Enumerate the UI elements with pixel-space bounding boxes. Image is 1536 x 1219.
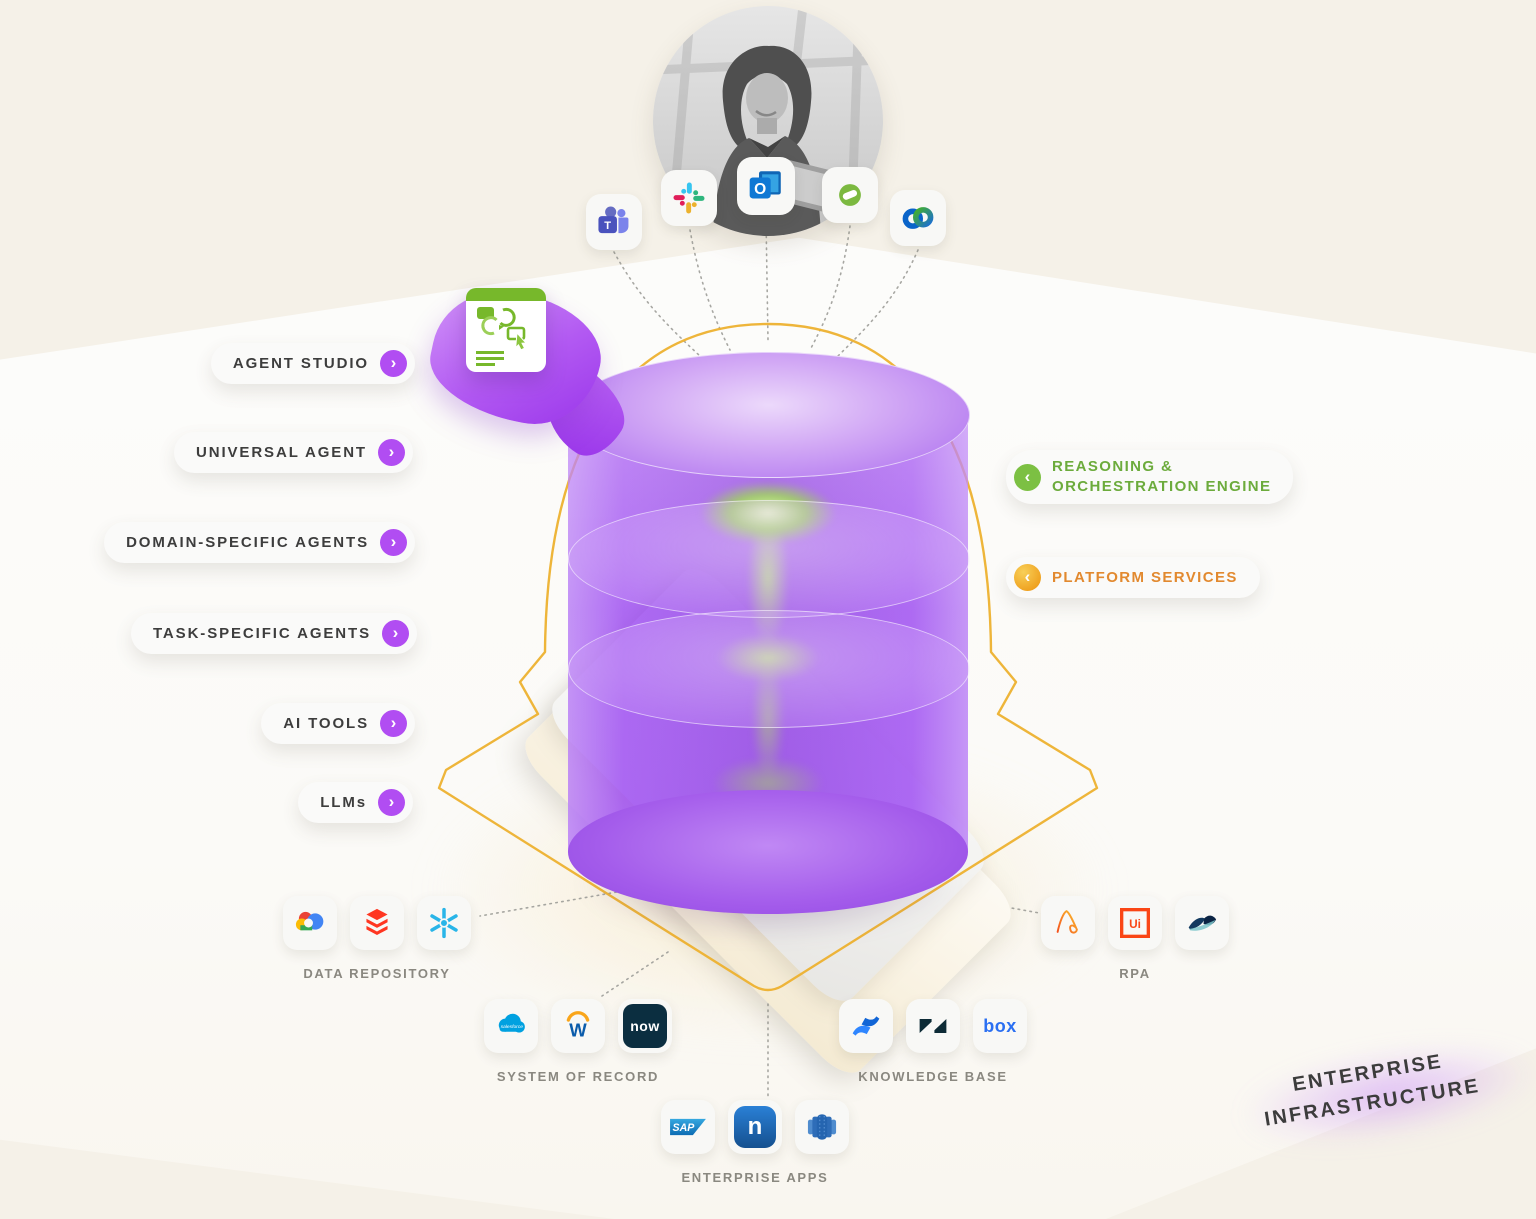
- group-label: SYSTEM OF RECORD: [496, 1069, 660, 1084]
- chevron-right-icon: ›: [380, 529, 407, 556]
- chevron-right-icon: ›: [378, 439, 405, 466]
- integration-tile: Ui: [1108, 896, 1162, 950]
- servicenow-wordmark: now: [630, 1018, 660, 1034]
- cylinder-layer-divider: [568, 610, 970, 728]
- cylinder-bottom: [568, 790, 968, 914]
- group-label: RPA: [1119, 966, 1151, 981]
- label-domain-specific-agents[interactable]: DOMAIN-SPECIFIC AGENTS ›: [104, 522, 415, 563]
- label-reasoning-orchestration-engine[interactable]: ‹ REASONING & ORCHESTRATION ENGINE: [1006, 450, 1294, 504]
- cylinder-layer-divider: [568, 500, 970, 618]
- salesforce-icon: salesforce: [498, 1013, 525, 1033]
- label-text: AGENT STUDIO: [232, 355, 369, 372]
- svg-text:salesforce: salesforce: [501, 1024, 524, 1030]
- chevron-right-icon: ›: [378, 789, 405, 816]
- confluence-icon: [852, 1016, 880, 1036]
- chevron-left-icon: ‹: [1014, 564, 1041, 591]
- label-task-specific-agents[interactable]: TASK-SPECIFIC AGENTS ›: [130, 613, 417, 654]
- group-label: DATA REPOSITORY: [303, 966, 451, 981]
- label-text: LLMs: [320, 794, 367, 811]
- uipath-icon: Ui: [1120, 908, 1150, 938]
- label-text: UNIVERSAL AGENT: [195, 444, 367, 461]
- slack-icon: [673, 182, 705, 214]
- label-ai-tools[interactable]: AI TOOLS ›: [261, 703, 415, 744]
- netsuite-letter: n: [747, 1113, 763, 1140]
- integration-tile: n: [728, 1100, 782, 1154]
- integration-tile: [839, 999, 893, 1053]
- integration-tile: [1175, 896, 1229, 950]
- channel-tile: O: [737, 157, 795, 215]
- databricks-icon: [366, 908, 388, 935]
- chevron-left-icon: ‹: [1014, 463, 1041, 491]
- blue-prism-icon: [1188, 915, 1217, 931]
- snowflake-icon: [430, 907, 458, 939]
- agent-studio-card-icon: [466, 288, 546, 372]
- label-text: PLATFORM SERVICES: [1052, 568, 1238, 586]
- integration-tile: salesforce: [484, 999, 538, 1053]
- svg-text:SAP: SAP: [673, 1122, 696, 1134]
- green-chat-app-icon: [839, 184, 861, 206]
- netsuite-icon: n: [734, 1106, 776, 1148]
- label-text: REASONING & ORCHESTRATION ENGINE: [1052, 457, 1271, 497]
- integration-tile: [795, 1100, 849, 1154]
- integration-tile: now: [618, 999, 672, 1053]
- agent-platform-cylinder: [568, 352, 970, 952]
- box-icon: box: [983, 1015, 1017, 1036]
- group-knowledge-base: box KNOWLEDGE BASE: [839, 999, 1027, 1084]
- label-text: AI TOOLS: [283, 715, 369, 732]
- outlook-icon: O: [749, 171, 781, 199]
- group-label: KNOWLEDGE BASE: [858, 1069, 1008, 1084]
- label-platform-services[interactable]: ‹ PLATFORM SERVICES: [1006, 557, 1260, 598]
- label-agent-studio[interactable]: AGENT STUDIO ›: [210, 343, 415, 384]
- chevron-right-icon: ›: [380, 350, 407, 377]
- group-label: ENTERPRISE APPS: [681, 1170, 829, 1185]
- integration-tile: [1041, 896, 1095, 950]
- group-data-repository: DATA REPOSITORY: [283, 896, 471, 981]
- webex-icon: [902, 207, 934, 229]
- label-line-1: REASONING &: [1052, 458, 1174, 475]
- label-text: TASK-SPECIFIC AGENTS: [152, 625, 371, 642]
- zendesk-icon: [919, 1018, 947, 1034]
- channel-tile: [890, 190, 946, 246]
- label-universal-agent[interactable]: UNIVERSAL AGENT ›: [173, 432, 413, 473]
- channel-tile: [822, 167, 878, 223]
- card-header-bar: [466, 288, 546, 301]
- microsoft-teams-icon: T: [598, 206, 629, 234]
- group-rpa: Ui RPA: [1041, 896, 1229, 981]
- workday-icon: W: [566, 1011, 590, 1040]
- channel-tile: T: [586, 194, 642, 250]
- label-text: DOMAIN-SPECIFIC AGENTS: [126, 534, 369, 551]
- chevron-right-icon: ›: [380, 710, 407, 737]
- cylinder-top: [568, 352, 970, 478]
- workflow-glyphs-icon: [476, 307, 528, 366]
- integration-tile: [906, 999, 960, 1053]
- integration-tile: box: [973, 999, 1027, 1053]
- svg-text:O: O: [754, 181, 766, 198]
- sap-icon: SAP: [670, 1118, 706, 1136]
- group-enterprise-apps: SAP n ENTER: [661, 1100, 849, 1185]
- integration-tile: [417, 896, 471, 950]
- svg-text:W: W: [569, 1019, 587, 1040]
- automation-anywhere-icon: [1056, 910, 1078, 934]
- google-cloud-icon: [294, 911, 326, 940]
- integration-tile: [283, 896, 337, 950]
- servicenow-icon: now: [623, 1004, 667, 1048]
- group-system-of-record: salesforce W now SYSTEM OF RECORD: [484, 999, 672, 1084]
- label-line-2: ORCHESTRATION ENGINE: [1052, 478, 1272, 495]
- svg-text:T: T: [604, 220, 611, 232]
- integration-tile: W: [551, 999, 605, 1053]
- svg-text:Ui: Ui: [1129, 917, 1141, 931]
- integration-tile: [350, 896, 404, 950]
- chevron-right-icon: ›: [382, 620, 409, 647]
- channel-tile: [661, 170, 717, 226]
- integration-tile: SAP: [661, 1100, 715, 1154]
- data-columns-icon: [807, 1114, 837, 1140]
- label-llms[interactable]: LLMs ›: [298, 782, 413, 823]
